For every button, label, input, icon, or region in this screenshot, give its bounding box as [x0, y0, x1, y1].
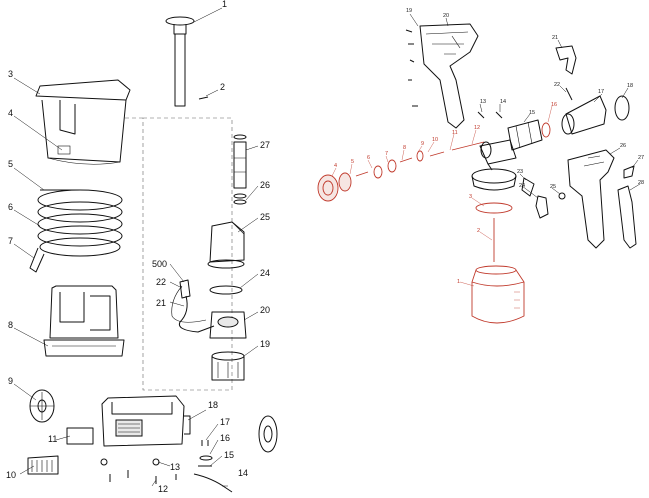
part-ring-24 [209, 285, 243, 295]
part-wheel-large [258, 415, 278, 453]
part-main-base [100, 395, 191, 466]
part-small-fittings [193, 440, 233, 493]
part-filter-10 [27, 455, 59, 475]
part-shaft-27 [233, 134, 247, 205]
label-r25: 25 [550, 184, 556, 190]
label-l5: 5 [8, 159, 13, 169]
part-barrel-15 [507, 119, 543, 151]
label-l16: 16 [220, 433, 230, 443]
label-l7: 7 [8, 236, 13, 246]
part-container-1 [471, 265, 525, 324]
part-gasket-3 [475, 202, 513, 214]
part-screw-2 [198, 96, 209, 100]
part-oring-16 [541, 122, 551, 138]
part-clip-21 [555, 45, 577, 75]
label-l11: 11 [48, 434, 57, 444]
label-r24: 24 [519, 183, 525, 189]
part-coil-hose [29, 189, 123, 273]
label-l9: 9 [8, 376, 13, 386]
label-r3: 3 [469, 194, 472, 200]
label-l12: 12 [158, 484, 168, 494]
label-r26: 26 [620, 143, 626, 149]
label-r16: 16 [551, 102, 557, 108]
part-nozzle-head [471, 139, 517, 191]
label-l10: 10 [6, 470, 16, 480]
label-r20: 20 [443, 13, 449, 19]
label-r12: 12 [474, 125, 480, 131]
label-r22: 22 [554, 82, 560, 88]
label-r13: 13 [480, 99, 486, 105]
part-spring-22 [565, 87, 573, 101]
part-spring-12 [451, 141, 485, 151]
label-r6: 6 [367, 155, 370, 161]
label-l22: 22 [156, 277, 166, 287]
part-base-housing [43, 285, 125, 357]
label-l25: 25 [260, 212, 270, 222]
label-l2: 2 [220, 82, 225, 92]
part-top-container [35, 79, 131, 165]
label-l500: 500 [152, 259, 167, 269]
label-l15: 15 [224, 450, 234, 460]
label-l24: 24 [260, 268, 270, 278]
label-l19: 19 [260, 339, 270, 349]
part-tab-27 [623, 165, 635, 179]
label-r23: 23 [517, 169, 523, 175]
label-r4: 4 [334, 163, 337, 169]
part-elbow-25 [207, 221, 245, 269]
label-l3: 3 [8, 69, 13, 79]
label-l18: 18 [208, 400, 218, 410]
label-r28: 28 [638, 180, 644, 186]
right-part-labels: 19 20 21 22 18 17 13 14 15 16 12 11 10 9… [334, 8, 644, 285]
label-l6: 6 [8, 202, 13, 212]
label-l13: 13 [170, 462, 180, 472]
part-pins [477, 111, 503, 119]
part-screws-19 [405, 29, 418, 107]
label-r15: 15 [529, 110, 535, 116]
label-r1: 1 [457, 279, 460, 285]
label-r5: 5 [351, 159, 354, 165]
label-r7: 7 [385, 151, 388, 157]
label-l21: 21 [156, 298, 166, 308]
part-wheel-9 [29, 389, 55, 423]
left-part-labels: 1 2 3 4 5 6 7 8 9 10 11 12 13 14 15 16 1… [6, 0, 270, 494]
part-motor-20 [209, 311, 247, 339]
label-r11: 11 [452, 130, 458, 136]
part-housing-19 [211, 351, 245, 381]
right-assembly [317, 23, 637, 324]
label-r10: 10 [432, 137, 438, 143]
part-wiring [171, 279, 215, 333]
label-r19: 19 [406, 8, 412, 14]
label-l20: 20 [260, 305, 270, 315]
label-l26: 26 [260, 180, 270, 190]
label-l27: 27 [260, 140, 270, 150]
left-assembly [27, 16, 278, 493]
alignment-frame [142, 117, 233, 391]
part-rear-housing [561, 95, 630, 135]
left-leaders [13, 7, 259, 487]
right-leaders [331, 13, 641, 287]
label-r8: 8 [403, 145, 406, 151]
part-screws [109, 470, 177, 484]
part-gun-shell [419, 23, 479, 129]
label-l1: 1 [222, 0, 227, 9]
label-l8: 8 [8, 320, 13, 330]
part-gun-handle [567, 149, 615, 249]
label-r18: 18 [627, 83, 633, 89]
label-r9: 9 [421, 141, 424, 147]
label-r27: 27 [638, 155, 644, 161]
label-l14: 14 [238, 468, 248, 478]
part-nozzle-chain [317, 150, 445, 202]
part-cover-28 [617, 185, 637, 249]
part-handle [165, 16, 195, 107]
label-r2: 2 [477, 228, 480, 234]
label-r21: 21 [552, 35, 558, 41]
part-plate-11 [66, 427, 94, 445]
label-r17: 17 [598, 89, 604, 95]
label-l4: 4 [8, 108, 13, 118]
part-trigger-group [521, 177, 566, 219]
label-l17: 17 [220, 417, 230, 427]
label-r14: 14 [500, 99, 506, 105]
